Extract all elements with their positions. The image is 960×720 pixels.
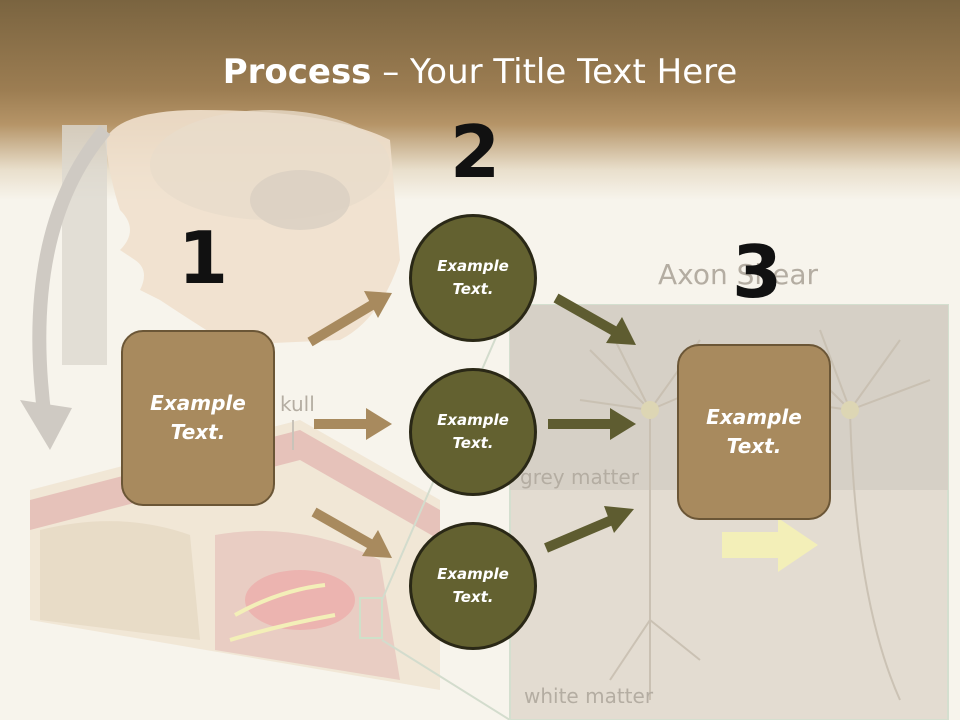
slide-title: Process – Your Title Text Here [0,52,960,92]
title-bold: Process [222,52,372,92]
step2-circle-middle[interactable]: Example Text. [409,368,537,496]
step1-box-line1: Example [150,391,246,415]
step-number-2: 2 [450,110,501,194]
step-number-3: 3 [732,230,783,314]
circle-top-line2: Text. [452,280,494,298]
step3-box-line2: Text. [726,434,782,458]
step3-box[interactable]: Example Text. [677,344,831,520]
step2-circle-bottom[interactable]: Example Text. [409,522,537,650]
skull-label: kull [280,392,315,416]
circle-bottom-line2: Text. [452,588,494,606]
grey-matter-label: grey matter [520,465,639,489]
arrow-to-circle-3 [311,507,392,558]
axon-shear-label: Axon Shear [658,258,819,291]
title-rest: – Your Title Text Here [371,52,738,92]
arrow-from-circle-3 [544,506,634,553]
white-matter-label: white matter [524,684,654,708]
step3-box-line1: Example [706,405,802,429]
step1-box[interactable]: Example Text. [121,330,275,506]
arrow-to-circle-1 [307,291,392,347]
circle-top-line1: Example [437,257,509,275]
step-number-1: 1 [178,216,229,300]
step2-circle-top[interactable]: Example Text. [409,214,537,342]
arrow-to-circle-2 [314,408,392,440]
arrow-from-circle-2 [548,408,636,440]
arrow-from-circle-1 [553,293,636,345]
circle-bottom-line1: Example [437,565,509,583]
circle-middle-line2: Text. [452,434,494,452]
step1-box-line2: Text. [170,420,226,444]
circle-middle-line1: Example [437,411,509,429]
